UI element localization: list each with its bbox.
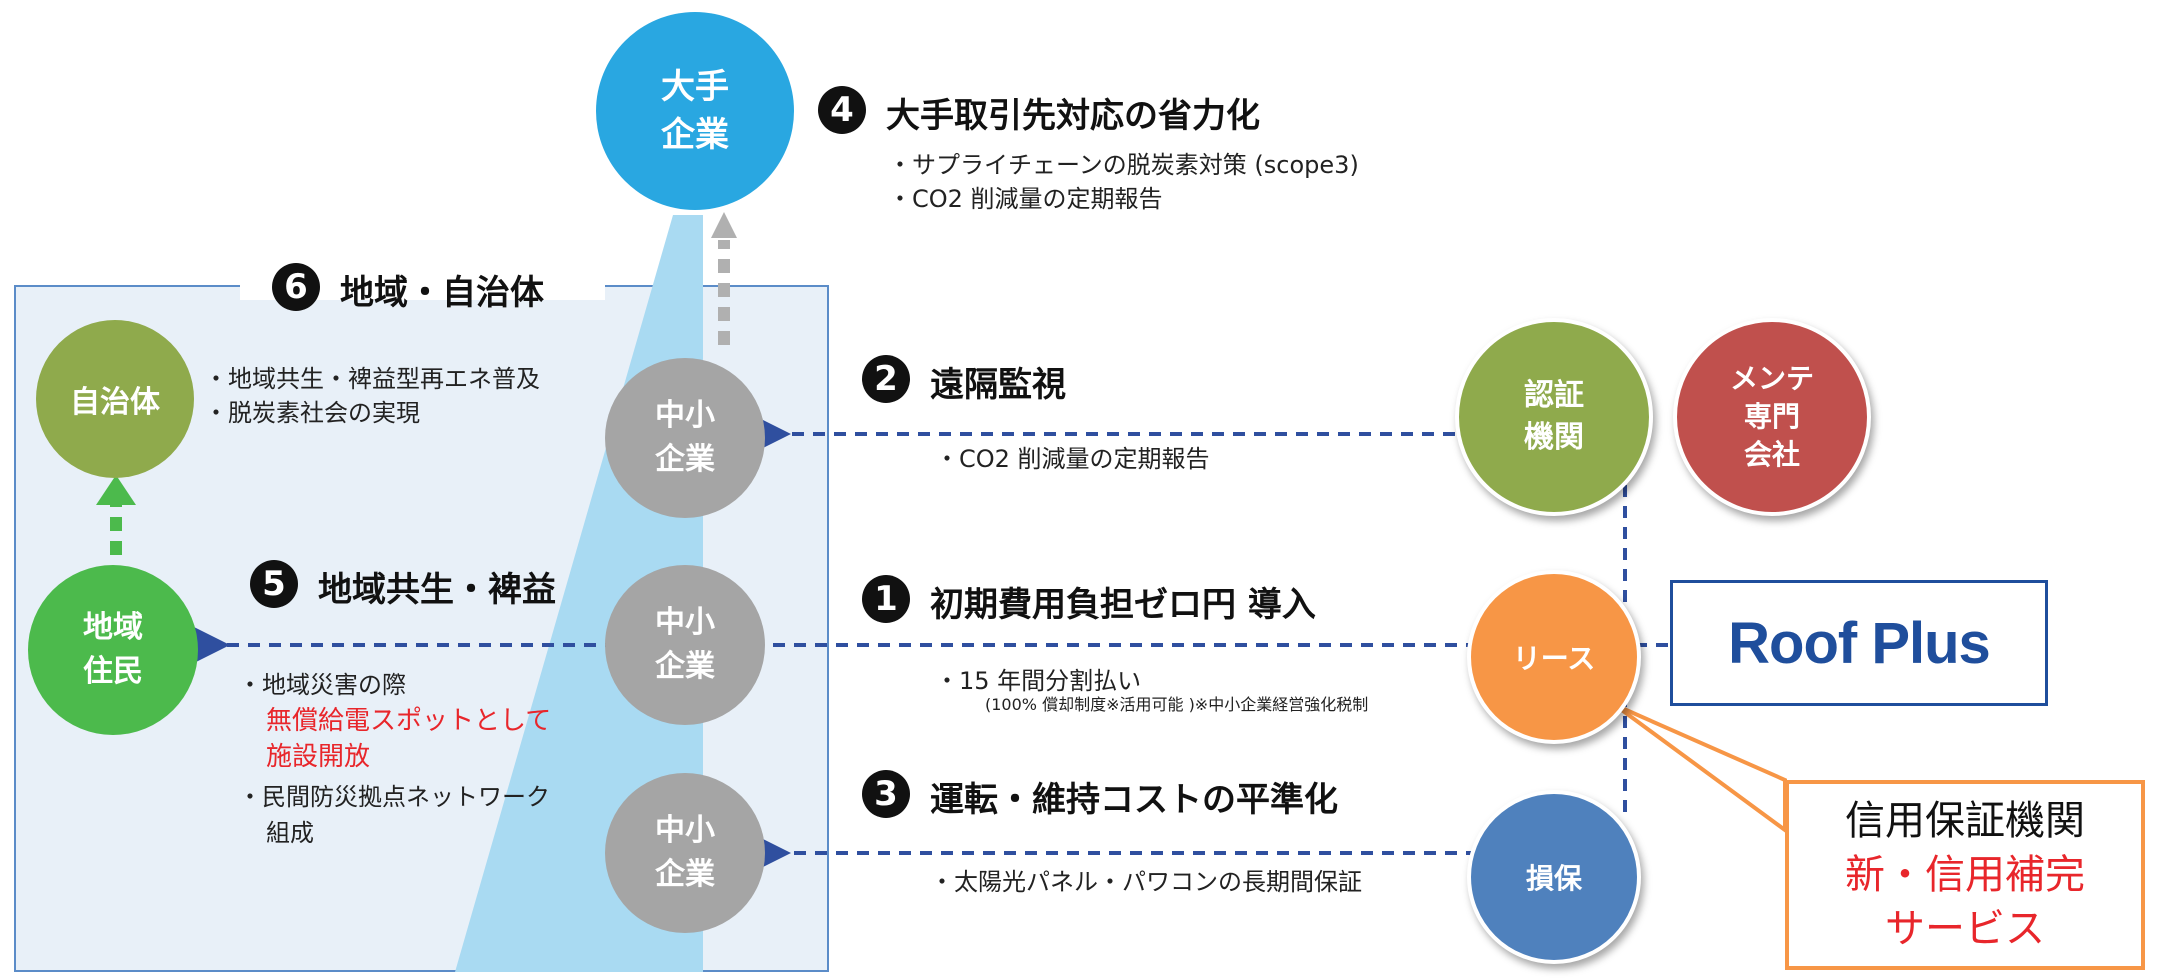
section-5-bullet-2: ・民間防災拠点ネットワーク bbox=[238, 783, 550, 811]
callout-line1: 信用保証機関 bbox=[1845, 798, 2085, 844]
section-2-bullet: ・CO2 削減量の定期報告 bbox=[935, 445, 1210, 473]
certification-node: 認証 機関 bbox=[1455, 318, 1653, 516]
section-4-title: 大手取引先対応の省力化 bbox=[886, 96, 1260, 136]
callout-line3: サービス bbox=[1885, 906, 2045, 952]
section-6-bullet-2: ・脱炭素社会の実現 bbox=[204, 399, 420, 427]
section-6-title: 地域・自治体 bbox=[340, 273, 544, 313]
section-5-red-1: 無償給電スポットとして bbox=[266, 706, 552, 736]
section-6-number: 6 bbox=[272, 263, 320, 311]
section-4-number: 4 bbox=[818, 86, 866, 134]
lease-node: リース bbox=[1467, 570, 1641, 744]
roofplus-logo-text: Roof Plus bbox=[1728, 610, 1991, 676]
section-5-bullet-2b: 組成 bbox=[266, 819, 314, 847]
residents-node: 地域 住民 bbox=[28, 565, 198, 735]
sme-node-3: 中小 企業 bbox=[605, 773, 765, 933]
section-2-title: 遠隔監視 bbox=[930, 365, 1066, 405]
section-1-title: 初期費用負担ゼロ円 導入 bbox=[930, 585, 1316, 625]
section-1-number: 1 bbox=[862, 575, 910, 623]
section-3-number: 3 bbox=[862, 770, 910, 818]
large-corp-node: 大手 企業 bbox=[596, 12, 794, 210]
section-3-bullet: ・太陽光パネル・パワコンの長期間保証 bbox=[930, 868, 1362, 896]
credit-guarantee-callout: 信用保証機関 新・信用補完 サービス bbox=[1785, 780, 2145, 970]
section-2-number: 2 bbox=[862, 355, 910, 403]
section-4-bullet-2: ・CO2 削減量の定期報告 bbox=[888, 185, 1163, 213]
section-4-bullet-1: ・サプライチェーンの脱炭素対策 (scope3) bbox=[888, 151, 1359, 179]
section-5-title: 地域共生・裨益 bbox=[318, 570, 556, 610]
sme-node-2: 中小 企業 bbox=[605, 565, 765, 725]
municipality-node: 自治体 bbox=[36, 320, 194, 478]
section-6-bullet-1: ・地域共生・裨益型再エネ普及 bbox=[204, 365, 540, 393]
section-1-bullet: ・15 年間分割払い bbox=[935, 667, 1142, 695]
section-5-red-2: 施設開放 bbox=[266, 742, 371, 772]
section-3-title: 運転・維持コストの平準化 bbox=[930, 780, 1338, 820]
insurance-node: 損保 bbox=[1467, 790, 1641, 964]
sme-node-1: 中小 企業 bbox=[605, 358, 765, 518]
callout-line2: 新・信用補完 bbox=[1845, 852, 2085, 898]
roofplus-logo: Roof Plus bbox=[1670, 580, 2048, 706]
section-5-number: 5 bbox=[250, 560, 298, 608]
maintenance-node: メンテ 専門 会社 bbox=[1673, 318, 1871, 516]
section-1-note: (100% 償却制度※活用可能 )※中小企業経営強化税制 bbox=[985, 695, 1369, 714]
section-5-bullet-1: ・地域災害の際 bbox=[238, 671, 406, 699]
